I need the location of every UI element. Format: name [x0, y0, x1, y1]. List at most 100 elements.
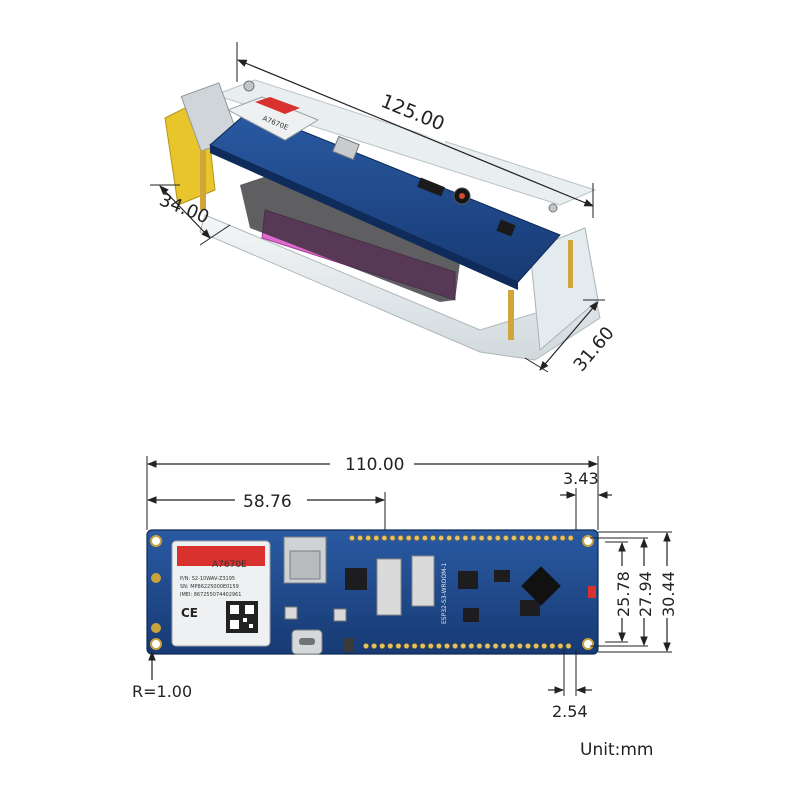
header-pin	[565, 643, 572, 649]
header-pin	[460, 643, 467, 649]
header-pin	[444, 643, 450, 649]
header-pin	[478, 535, 485, 541]
corner-radius-label: R=1.00	[132, 682, 192, 701]
header-pin	[468, 643, 475, 649]
esp32-soc	[521, 566, 561, 606]
header-pin	[365, 535, 372, 541]
standoff-back-right	[568, 240, 573, 288]
header-pin	[413, 535, 420, 541]
screw-head	[548, 203, 558, 213]
offset-label: 58.76	[243, 492, 292, 512]
module-pn: P/N: S2-10WAV-Z3195	[180, 576, 235, 582]
header-pin	[508, 643, 515, 649]
header-pin	[492, 643, 499, 649]
header-pin	[421, 535, 428, 541]
edge-offset-label: 3.43	[563, 469, 599, 488]
header-pin	[519, 535, 525, 541]
header-pin	[476, 643, 483, 649]
display-fpc-connector	[411, 555, 435, 607]
bottom-pin-header	[363, 643, 572, 649]
header-pin	[395, 643, 402, 649]
enclosure-3d-view: A7670E	[164, 79, 601, 361]
hole-height-label: 27.94	[636, 571, 655, 617]
header-pin	[541, 643, 548, 649]
header-pin	[373, 535, 380, 541]
header-pin	[452, 643, 458, 649]
tf-card-slot	[289, 550, 321, 580]
header-pin	[557, 643, 564, 649]
length-dim-line	[237, 59, 594, 207]
header-pin	[349, 535, 355, 541]
chip-label: ESP32-S3-WROOM-1	[441, 563, 448, 624]
screw-head	[243, 80, 255, 92]
board-height-label: 30.44	[659, 571, 678, 617]
header-pin	[397, 535, 404, 541]
unit-note: Unit:mm	[580, 740, 653, 760]
module-model: A7670E	[212, 560, 247, 570]
board-dimensions: 110.00 58.76 3.43 25.78 27.94 30.44 2.54	[132, 452, 678, 721]
header-pin	[403, 643, 410, 649]
header-pin	[486, 535, 493, 541]
header-pin	[567, 535, 574, 541]
boot-button	[284, 606, 298, 620]
pin-pitch-label: 2.54	[552, 702, 588, 721]
inner-height-label: 25.78	[614, 571, 633, 617]
led-indicator	[588, 586, 596, 598]
power-switch	[344, 638, 354, 652]
standoff-front-right	[508, 290, 514, 340]
header-pin	[535, 535, 542, 541]
header-pin	[500, 643, 507, 649]
header-pin	[389, 535, 396, 541]
header-pin	[517, 643, 523, 649]
header-pin	[494, 535, 501, 541]
ic-chip	[463, 608, 479, 622]
width-dim-line	[159, 185, 211, 239]
header-pin	[363, 643, 369, 649]
standoff-front-left	[200, 150, 206, 210]
mount-hole	[582, 638, 594, 650]
header-pin	[419, 643, 426, 649]
header-pin	[470, 535, 477, 541]
board-length-label: 110.00	[345, 455, 404, 475]
header-pin	[446, 535, 453, 541]
header-pin	[543, 535, 550, 541]
header-pin	[559, 535, 566, 541]
antenna-connector	[151, 573, 161, 583]
soc-chip-3d	[496, 219, 516, 237]
board-top-view: A7670E P/N: S2-10WAV-Z3195 SN: MP8622500…	[146, 529, 599, 655]
header-pin	[371, 643, 377, 649]
header-pin	[405, 535, 412, 541]
header-pin	[549, 643, 556, 649]
battery-holder	[240, 175, 460, 302]
header-pin	[462, 535, 469, 541]
camera-fpc-connector	[376, 558, 402, 616]
ce-mark: CE	[181, 606, 198, 620]
mount-hole	[150, 638, 162, 650]
module-imei: IMEI: 867255074402961	[180, 592, 241, 598]
antenna-connector	[151, 623, 161, 633]
header-pin	[525, 643, 531, 649]
ic-chip	[494, 570, 510, 582]
header-pin	[533, 643, 539, 649]
header-pin	[381, 535, 388, 541]
header-pin	[551, 535, 558, 541]
ic-chip	[458, 571, 478, 589]
header-pin	[484, 643, 491, 649]
header-pin	[411, 643, 418, 649]
header-pin	[527, 535, 534, 541]
header-pin	[379, 643, 386, 649]
ic-chip	[520, 600, 540, 616]
header-pin	[454, 535, 461, 541]
reset-button	[333, 608, 347, 622]
header-pin	[435, 643, 442, 649]
height-dim-line	[539, 301, 599, 371]
top-pin-header	[349, 535, 574, 541]
header-pin	[511, 535, 517, 541]
power-ic	[345, 568, 367, 590]
mount-hole	[150, 535, 162, 547]
header-pin	[430, 535, 436, 541]
cellular-module-header	[177, 546, 265, 566]
header-pin	[502, 535, 509, 541]
header-pin	[427, 643, 434, 649]
